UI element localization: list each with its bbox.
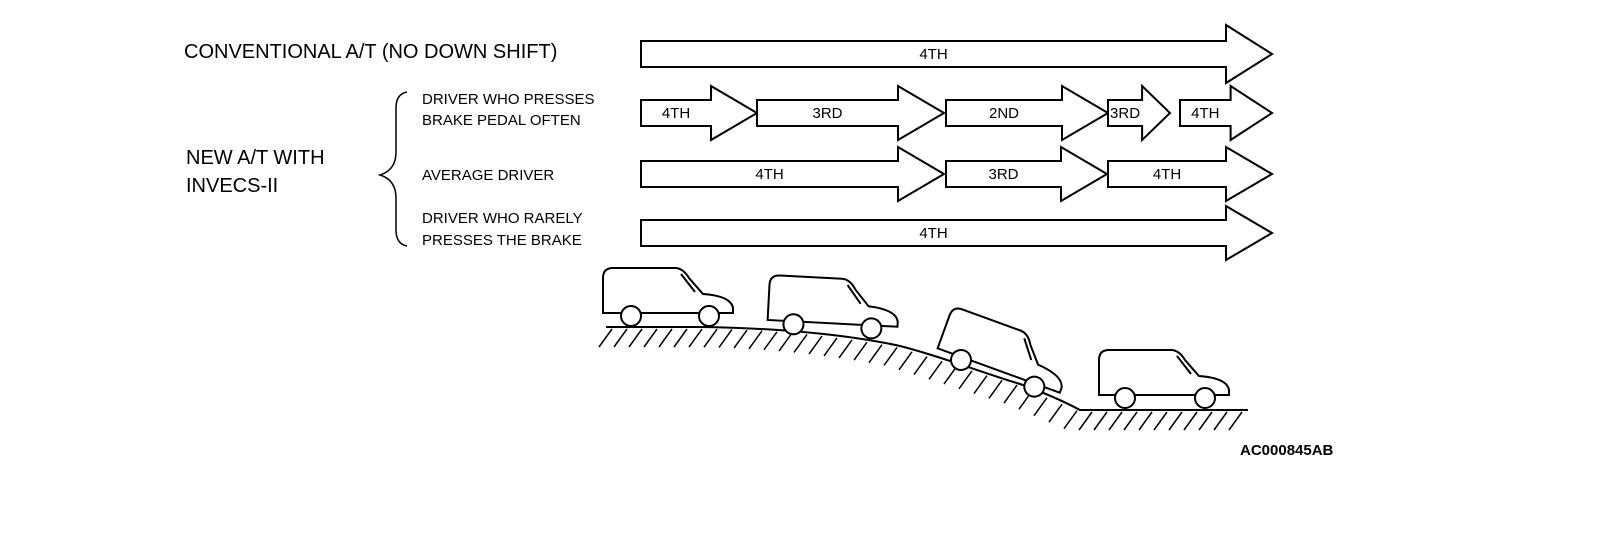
- ground-hatch-line: [748, 330, 763, 350]
- ground-hatch-line: [1213, 411, 1228, 431]
- grouping-brace: [377, 91, 408, 247]
- new-at-label-line2: INVECS-II: [186, 175, 278, 197]
- ground-hatch-line: [1198, 411, 1213, 431]
- ground-hatch-line: [1108, 411, 1123, 431]
- vehicle-2: [766, 274, 899, 340]
- ground-hatch-line: [1063, 410, 1078, 430]
- ground-hatch-line: [973, 375, 988, 394]
- ground-hatch-line: [1048, 403, 1063, 423]
- gear-label-row1-seg1: 3RD: [812, 105, 842, 122]
- ground-hatch-line: [958, 370, 973, 390]
- ground-hatch-line: [1093, 411, 1108, 431]
- ground-hatch-line: [718, 329, 733, 348]
- ground-hatch-line: [898, 351, 913, 371]
- ground-hatch-line: [1153, 411, 1168, 431]
- ground-line: [606, 326, 1248, 411]
- ground-hatch-line: [628, 328, 643, 348]
- driver-average-label: AVERAGE DRIVER: [422, 167, 554, 184]
- gear-arrow-row1-seg0: [640, 84, 759, 142]
- ground-hatch-line: [838, 339, 853, 359]
- ground-hatch-line: [703, 328, 718, 348]
- gear-arrow-row1-seg4: [1179, 84, 1274, 142]
- gear-arrows: 4TH 4TH 3RD 2ND 3RD 4TH 4TH 3RD 4TH 4TH: [640, 23, 1274, 262]
- ground-hatch-line: [1078, 411, 1093, 431]
- ground-hatch-line: [1228, 411, 1243, 431]
- ground-hatch-line: [1168, 411, 1183, 431]
- ground-hatch-line: [763, 331, 778, 351]
- ground-hatch-line: [823, 337, 838, 357]
- ground-hatch-line: [868, 344, 883, 364]
- gear-arrow-row0-seg0: [640, 23, 1274, 85]
- gear-label-row3-seg0: 4TH: [919, 225, 947, 242]
- ground-hatch-line: [733, 329, 748, 349]
- ground-hatch-line: [1123, 411, 1138, 431]
- gear-label-row2-seg1: 3RD: [988, 166, 1018, 183]
- figure-id: AC000845AB: [1240, 442, 1334, 459]
- gear-label-row1-seg0: 4TH: [662, 105, 690, 122]
- ground-hatch-line: [1003, 384, 1018, 404]
- vehicle-4: [1098, 349, 1230, 409]
- driver-rarely-label-line1: DRIVER WHO RARELY: [422, 210, 583, 227]
- ground-hatch-line: [598, 328, 613, 348]
- ground-hatch-line: [913, 356, 928, 375]
- gear-arrow-row2-seg0: [640, 145, 946, 203]
- ground-hatch-line: [673, 328, 688, 348]
- gear-label-row1-seg4: 4TH: [1191, 105, 1219, 122]
- gear-arrow-row1-seg3: [1107, 83, 1172, 143]
- ground-hatch-line: [928, 360, 943, 380]
- ground-hatch-line: [1183, 411, 1198, 431]
- ground-hatch-line: [853, 341, 868, 361]
- ground-hatch-line: [658, 328, 673, 348]
- ground-hatch-line: [808, 335, 823, 355]
- gear-label-row1-seg2: 2ND: [989, 105, 1019, 122]
- gear-arrow-row2-seg1: [945, 145, 1109, 203]
- driver-rarely-label-line2: PRESSES THE BRAKE: [422, 232, 582, 249]
- gear-label-row2-seg0: 4TH: [755, 166, 783, 183]
- conventional-at-label: CONVENTIONAL A/T (NO DOWN SHIFT): [184, 41, 557, 63]
- ground-hatching: [598, 328, 1243, 431]
- ground-hatch-line: [793, 333, 808, 353]
- ground-hatch-line: [643, 328, 658, 348]
- gear-arrow-row1-seg1: [756, 84, 946, 142]
- ground-hatch-line: [1138, 411, 1153, 431]
- gear-label-row2-seg2: 4TH: [1153, 166, 1181, 183]
- hill-ground: [598, 326, 1248, 431]
- ground-hatch-line: [1033, 397, 1048, 417]
- driver-often-label-line2: BRAKE PEDAL OFTEN: [422, 112, 581, 129]
- driver-often-label-line1: DRIVER WHO PRESSES: [422, 91, 595, 108]
- gear-label-row0-seg0: 4TH: [919, 46, 947, 63]
- gear-arrow-row1-seg2: [945, 84, 1110, 142]
- ground-hatch-line: [883, 346, 898, 366]
- ground-hatch-line: [688, 328, 703, 348]
- new-at-label-line1: NEW A/T WITH: [186, 147, 325, 169]
- ground-hatch-line: [988, 379, 1003, 399]
- ground-hatch-line: [778, 332, 793, 352]
- ground-hatch-line: [613, 328, 628, 348]
- gear-arrow-row3-seg0: [640, 204, 1274, 262]
- gear-arrow-row2-seg2: [1107, 145, 1274, 203]
- vehicle-1: [602, 267, 734, 327]
- vehicles: [602, 267, 1230, 409]
- gear-label-row1-seg3: 3RD: [1110, 105, 1140, 122]
- vehicle-3: [936, 307, 1063, 398]
